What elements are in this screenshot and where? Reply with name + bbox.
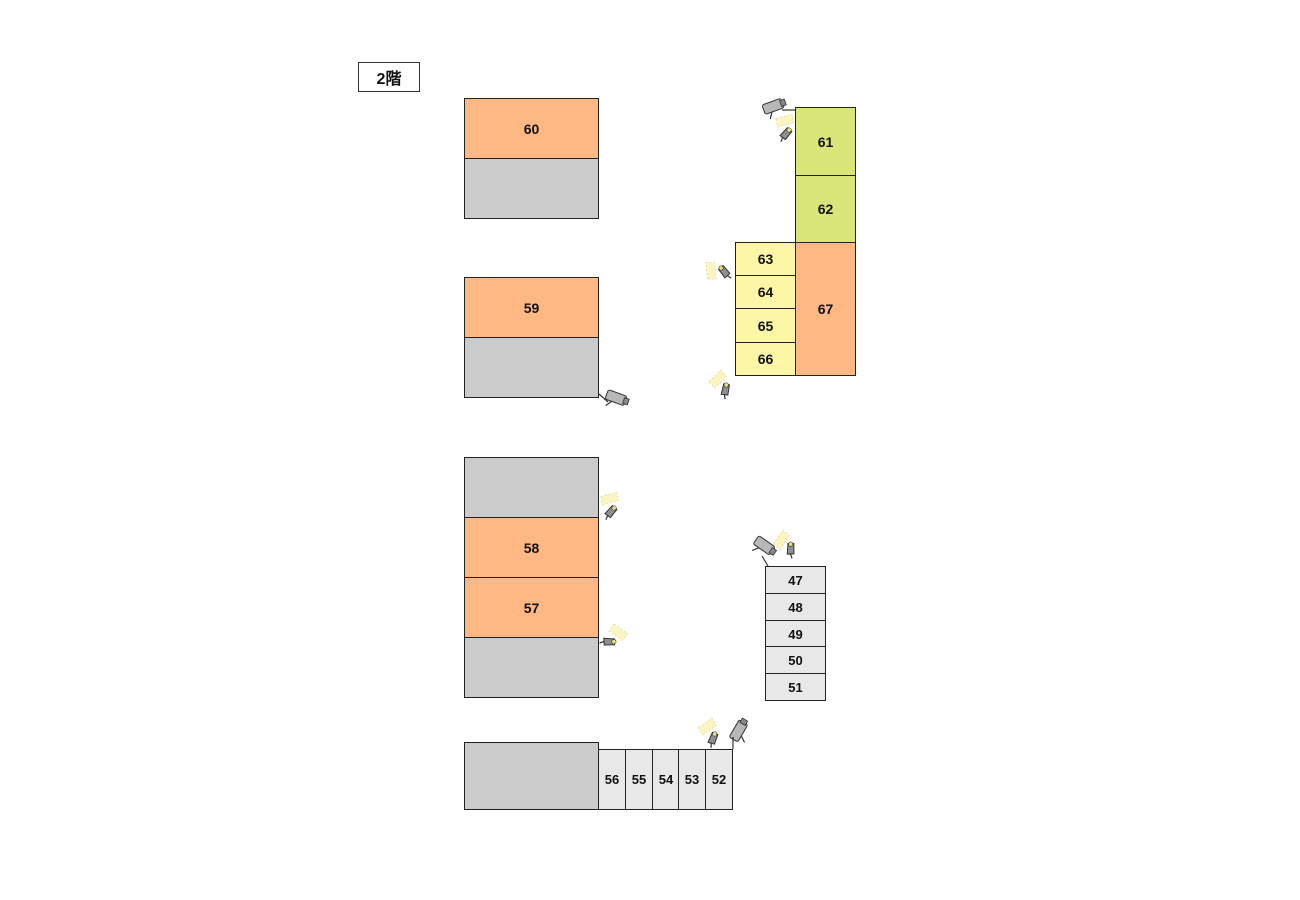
- security-camera-icon: [761, 96, 790, 121]
- unit-56[interactable]: 56: [598, 749, 626, 810]
- spotlight-icon: [596, 489, 621, 522]
- unit-60[interactable]: 60: [464, 98, 599, 159]
- unit-63[interactable]: 63: [735, 242, 796, 276]
- unit-blank-mid: [464, 337, 599, 398]
- unit-blank-top: [464, 158, 599, 219]
- unit-51[interactable]: 51: [765, 673, 826, 701]
- unit-47[interactable]: 47: [765, 566, 826, 594]
- unit-48[interactable]: 48: [765, 593, 826, 621]
- unit-blank-bottom: [464, 742, 599, 810]
- security-camera-icon: [749, 534, 779, 563]
- unit-66[interactable]: 66: [735, 342, 796, 376]
- unit-64[interactable]: 64: [735, 275, 796, 309]
- unit-blank-stack-bottom: [464, 637, 599, 698]
- floor-label: 2階: [358, 62, 420, 92]
- unit-59[interactable]: 59: [464, 277, 599, 338]
- unit-53[interactable]: 53: [678, 749, 706, 810]
- security-camera-icon: [728, 716, 756, 746]
- unit-58[interactable]: 58: [464, 517, 599, 578]
- spotlight-icon: [706, 368, 735, 403]
- spotlight-icon: [700, 259, 735, 288]
- unit-65[interactable]: 65: [735, 308, 796, 343]
- spotlight-icon: [769, 528, 801, 564]
- unit-49[interactable]: 49: [765, 620, 826, 648]
- unit-52[interactable]: 52: [705, 749, 733, 810]
- unit-50[interactable]: 50: [765, 646, 826, 674]
- unit-61[interactable]: 61: [795, 107, 856, 176]
- unit-55[interactable]: 55: [625, 749, 653, 810]
- spotlight-icon: [696, 717, 721, 750]
- unit-62[interactable]: 62: [795, 175, 856, 243]
- security-camera-icon: [602, 388, 631, 414]
- unit-blank-stack-top: [464, 457, 599, 518]
- spotlight-icon: [771, 111, 796, 144]
- unit-67[interactable]: 67: [795, 242, 856, 376]
- unit-57[interactable]: 57: [464, 577, 599, 638]
- spotlight-icon: [594, 620, 630, 652]
- unit-54[interactable]: 54: [652, 749, 680, 810]
